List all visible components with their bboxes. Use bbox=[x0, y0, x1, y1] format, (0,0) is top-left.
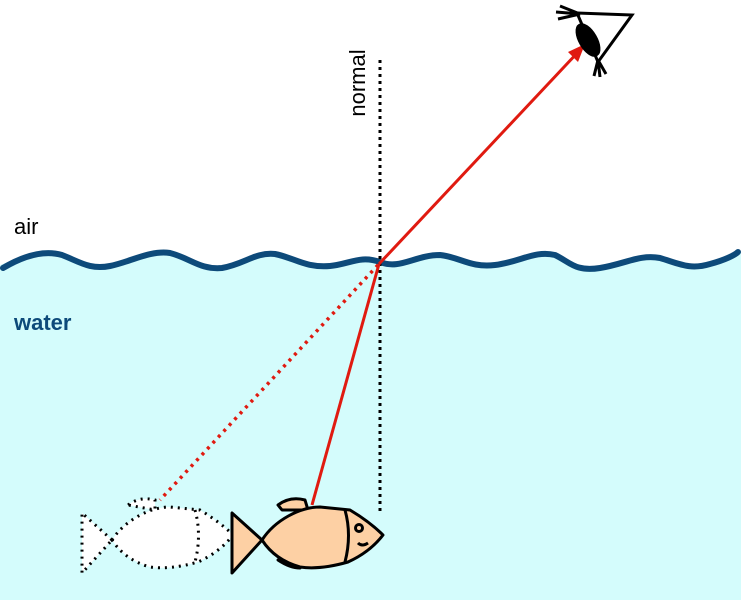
air-label: air bbox=[14, 214, 39, 239]
fish-icon bbox=[230, 497, 385, 575]
water-label: water bbox=[14, 310, 72, 335]
image-fish-icon bbox=[80, 497, 235, 577]
refracted-ray-water bbox=[310, 263, 381, 506]
eye-icon bbox=[555, 4, 635, 78]
normal-label: normal bbox=[345, 49, 370, 117]
arrow-head bbox=[568, 44, 585, 62]
apparent-ray-dotted bbox=[158, 263, 380, 502]
ray-in-air bbox=[377, 48, 582, 266]
